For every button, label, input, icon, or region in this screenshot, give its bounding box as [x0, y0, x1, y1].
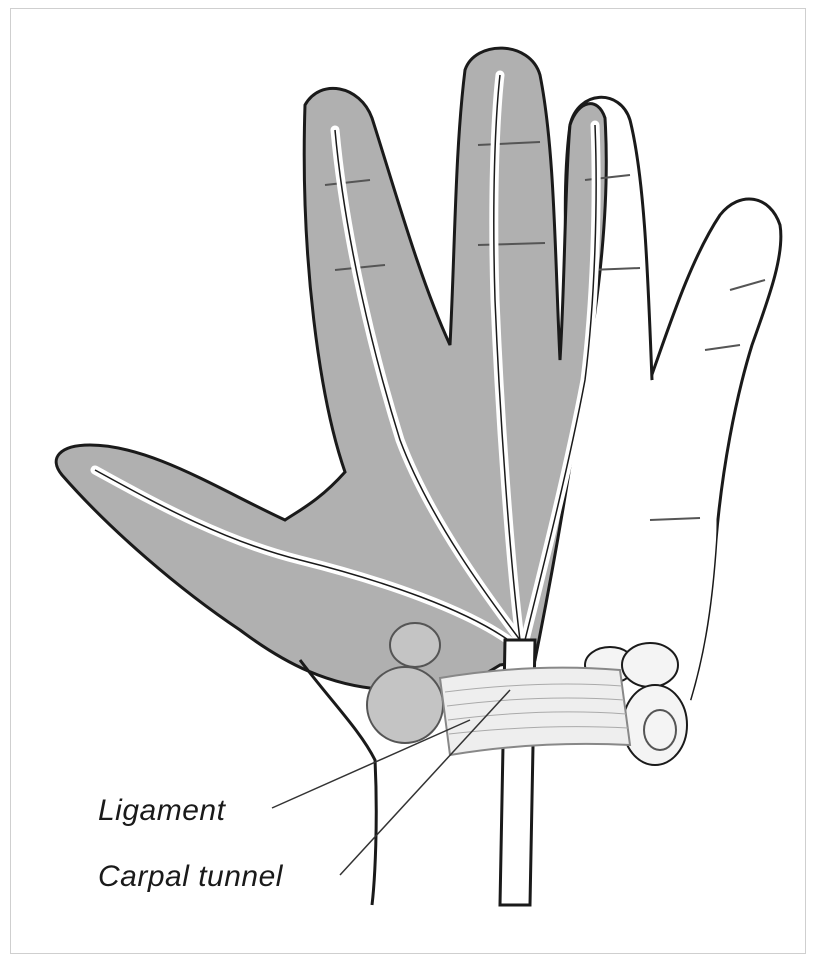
ligament-leader-line [272, 720, 470, 808]
carpal-bone [367, 667, 443, 743]
carpal-tunnel-label: Carpal tunnel [98, 860, 283, 894]
ligament-label: Ligament [98, 794, 225, 828]
carpal-bone [390, 623, 440, 667]
carpal-bone [623, 685, 687, 765]
transverse-carpal-ligament [440, 668, 630, 755]
wrist-outline [300, 660, 376, 905]
carpal-bone [622, 643, 678, 687]
median-nerve-territory [56, 48, 606, 694]
